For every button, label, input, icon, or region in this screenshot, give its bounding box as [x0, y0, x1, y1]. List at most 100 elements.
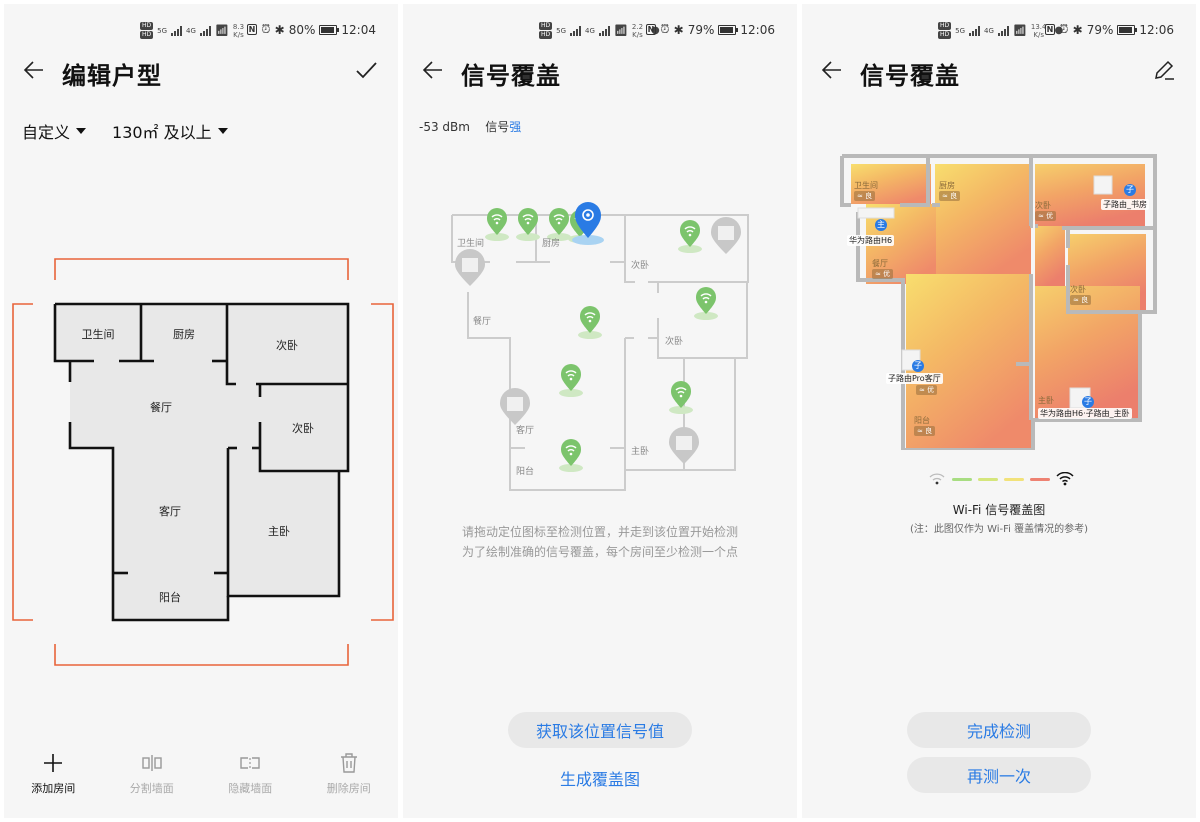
status-right: N ⏰︎ ✱ 79% 12:06 — [645, 22, 775, 37]
wechat-icon: ● — [1054, 25, 1064, 36]
tool-label: 分割墙面 — [129, 782, 174, 795]
coverage-note: (注：此图仅作为 Wi-Fi 覆盖情况的参考) — [909, 524, 1089, 535]
add-room-button[interactable]: 添加房间 — [8, 752, 98, 796]
wifi-quality-chip: ≈ 优 — [916, 385, 938, 395]
wifi-icon: 📶︎ — [1012, 24, 1027, 37]
room-label: 次卧 — [631, 261, 650, 271]
arrow-left-icon[interactable] — [820, 58, 844, 82]
room-label-bedroom-2[interactable]: 次卧 — [276, 339, 298, 352]
page-title: 信号覆盖 — [860, 62, 960, 90]
room-label: 阳台 — [914, 416, 930, 425]
room-label: 厨房 — [542, 239, 561, 249]
alarm-icon: ⏰︎ — [261, 22, 271, 36]
room-label-bathroom[interactable]: 卫生间 — [81, 328, 115, 341]
legend-segment — [952, 477, 972, 481]
signal-label: 信号 — [485, 120, 510, 134]
room-label-bedroom-3[interactable]: 次卧 — [292, 422, 314, 435]
router-label[interactable]: 华为路由H6·子路由_主卧 — [1038, 408, 1132, 419]
legend-segment — [978, 477, 998, 481]
arrow-left-icon[interactable] — [421, 58, 445, 82]
router-label[interactable]: 子路由_书房 — [1101, 199, 1149, 210]
dropdown-label: 自定义 — [22, 123, 71, 142]
room-label: 次卧 — [1070, 285, 1086, 294]
cell-signal-icon — [598, 25, 610, 36]
nfc-icon: N — [645, 24, 657, 35]
wifi-icon: 📶︎ — [214, 24, 229, 37]
status-right: N ⏰︎ ✱ 80% 12:04 — [246, 22, 376, 37]
hide-wall-icon — [240, 757, 260, 769]
router-label[interactable]: 华为路由H6 — [847, 235, 895, 246]
app-header: 编辑户型 — [4, 54, 398, 94]
room-label: 次卧 — [1035, 201, 1051, 210]
room-label-living[interactable]: 客厅 — [159, 505, 181, 518]
signal-strength: 强 — [509, 120, 522, 134]
split-wall-button[interactable]: 分割墙面 — [107, 752, 197, 796]
battery-percent: 80% — [288, 22, 316, 37]
room-label-dining[interactable]: 餐厅 — [150, 401, 172, 414]
finish-test-button[interactable]: 完成检测 — [907, 712, 1091, 748]
floorplan-editor[interactable] — [4, 244, 398, 674]
check-icon[interactable] — [354, 58, 378, 82]
instruction-text: 请拖动定位图标至检测位置，并走到该位置开始检测 为了绘制准确的信号覆盖，每个房间… — [403, 522, 797, 562]
wifi-quality-chip: ≈ 优 — [872, 269, 894, 279]
nfc-icon: N — [246, 24, 258, 35]
delete-room-button[interactable]: 删除房间 — [304, 752, 394, 796]
room-label: 餐厅 — [473, 317, 492, 327]
router-label[interactable]: 子路由Pro客厅 — [886, 373, 943, 384]
legend-segment — [1030, 477, 1050, 481]
room-label: 次卧 — [665, 337, 684, 347]
room-label-kitchen[interactable]: 厨房 — [173, 328, 195, 341]
battery-percent: 79% — [687, 22, 715, 37]
signal-legend — [928, 472, 1074, 486]
pencil-icon[interactable] — [1152, 58, 1176, 82]
generate-coverage-button[interactable]: 生成覆盖图 — [559, 770, 640, 789]
room-label: 厨房 — [939, 181, 955, 190]
room-label-master[interactable]: 主卧 — [268, 525, 290, 538]
wifi-quality-chip: ≈ 良 — [1070, 295, 1092, 305]
battery-icon — [1117, 24, 1138, 35]
layout-type-dropdown[interactable]: 自定义 — [22, 119, 87, 143]
weak-wifi-icon — [929, 473, 945, 485]
bluetooth-icon: ✱ — [673, 22, 684, 37]
clock: 12:06 — [740, 22, 775, 37]
network-5g-label: 5G — [556, 26, 567, 35]
location-target-icon[interactable] — [572, 202, 604, 245]
room-label: 客厅 — [516, 426, 535, 436]
wifi-quality-chip: ≈ 良 — [939, 191, 961, 201]
coverage-title: Wi-Fi 信号覆盖图 — [952, 503, 1046, 517]
bluetooth-icon: ✱ — [274, 22, 285, 37]
status-right: N ⏰︎ ✱ 79% 12:06 — [1044, 22, 1174, 37]
trash-icon — [340, 753, 357, 773]
bottom-toolbar: 添加房间 分割墙面 隐藏墙面 删除房间 — [4, 752, 398, 796]
sub-router-badge: 子 — [1124, 184, 1136, 196]
dbm-value: -53 dBm — [419, 120, 470, 134]
signal-reading: -53 dBm 信号强 — [419, 118, 521, 135]
nfc-icon: N — [1044, 24, 1056, 35]
area-dropdown[interactable]: 130㎡ 及以上 — [112, 119, 228, 143]
main-router-badge: 主 — [875, 219, 887, 231]
split-wall-icon — [142, 755, 162, 771]
room-label: 主卧 — [1038, 396, 1054, 405]
arrow-left-icon[interactable] — [22, 58, 46, 82]
network-5g-label: 5G — [157, 26, 168, 35]
room-label-balcony[interactable]: 阳台 — [159, 591, 181, 604]
room-label: 餐厅 — [872, 259, 888, 268]
plus-icon — [44, 754, 63, 772]
hide-wall-button[interactable]: 隐藏墙面 — [205, 752, 295, 796]
room-label: 卫生间 — [854, 181, 878, 190]
app-header: 信号覆盖 — [403, 54, 797, 94]
get-signal-button[interactable]: 获取该位置信号值 — [508, 712, 692, 748]
retest-button[interactable]: 再测一次 — [907, 757, 1091, 793]
test-floorplan[interactable] — [440, 200, 760, 500]
